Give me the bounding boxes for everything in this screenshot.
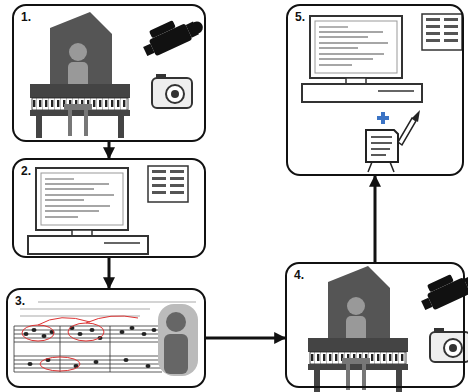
illustration-part	[60, 326, 61, 372]
illustration-part	[68, 323, 104, 341]
step-box: 4.	[285, 262, 465, 388]
computer-icon	[302, 14, 462, 102]
illustration-part	[28, 362, 33, 366]
illustration-part	[24, 326, 157, 368]
illustration-part	[22, 325, 54, 341]
step-box: 5.	[286, 4, 464, 176]
illustration-part	[14, 334, 162, 335]
illustration-part	[14, 326, 162, 372]
illustration-part	[371, 136, 392, 138]
illustration-part	[20, 308, 150, 309]
illustration-part	[120, 330, 125, 334]
illustration-part	[14, 368, 162, 369]
illustration-part	[14, 326, 162, 327]
flow-arrow	[374, 176, 377, 262]
piano-recording-icon	[308, 264, 468, 392]
piano-recording-icon	[30, 10, 206, 138]
step-number: 2.	[21, 164, 31, 178]
illustration-part	[368, 137, 394, 172]
step-box: 1.	[12, 4, 206, 142]
illustration-part	[152, 328, 157, 332]
illustration-part	[164, 334, 188, 374]
step-number: 1.	[21, 10, 31, 24]
plus-and-document	[366, 110, 420, 172]
flow-arrow	[108, 258, 111, 288]
illustration-part	[146, 364, 151, 368]
illustration-part	[390, 162, 394, 172]
illustration-part	[14, 326, 15, 372]
flow-arrow	[108, 142, 111, 158]
step-number: 3.	[15, 294, 25, 308]
illustration-part	[24, 332, 29, 336]
step-number: 4.	[294, 268, 304, 282]
illustration-part	[371, 154, 386, 156]
illustration-part	[86, 316, 138, 323]
step-box: 2.	[12, 158, 206, 258]
illustration-part	[90, 328, 95, 332]
annotated-score	[14, 302, 198, 376]
illustration-part	[398, 118, 416, 145]
illustration-part	[142, 332, 147, 336]
illustration-part	[38, 318, 90, 325]
illustration-part	[42, 334, 47, 338]
step-box: 3.	[6, 288, 206, 388]
step-number: 5.	[295, 10, 305, 24]
illustration-part	[14, 356, 162, 357]
illustration-part	[40, 357, 80, 371]
illustration-part	[412, 110, 420, 122]
illustration-part	[14, 360, 162, 361]
illustration-part	[22, 316, 138, 371]
flow-arrow	[206, 337, 285, 340]
illustration-part	[166, 312, 186, 332]
illustration-part	[371, 148, 390, 150]
illustration-part	[371, 142, 392, 144]
illustration-part	[14, 372, 162, 373]
illustration-part	[130, 326, 135, 330]
illustration-part	[94, 360, 99, 364]
illustration-part	[14, 338, 162, 339]
illustration-part	[368, 162, 372, 172]
illustration-part	[110, 326, 111, 372]
illustration-part	[381, 112, 385, 124]
illustration-part	[38, 301, 196, 302]
illustration-part	[78, 332, 83, 336]
illustration-part	[14, 364, 162, 365]
illustration-part	[14, 342, 162, 343]
illustration-part	[124, 358, 129, 362]
computer-icon	[28, 166, 188, 254]
illustration-part	[366, 130, 398, 162]
illustration-part	[158, 304, 198, 376]
illustration-part	[32, 328, 37, 332]
